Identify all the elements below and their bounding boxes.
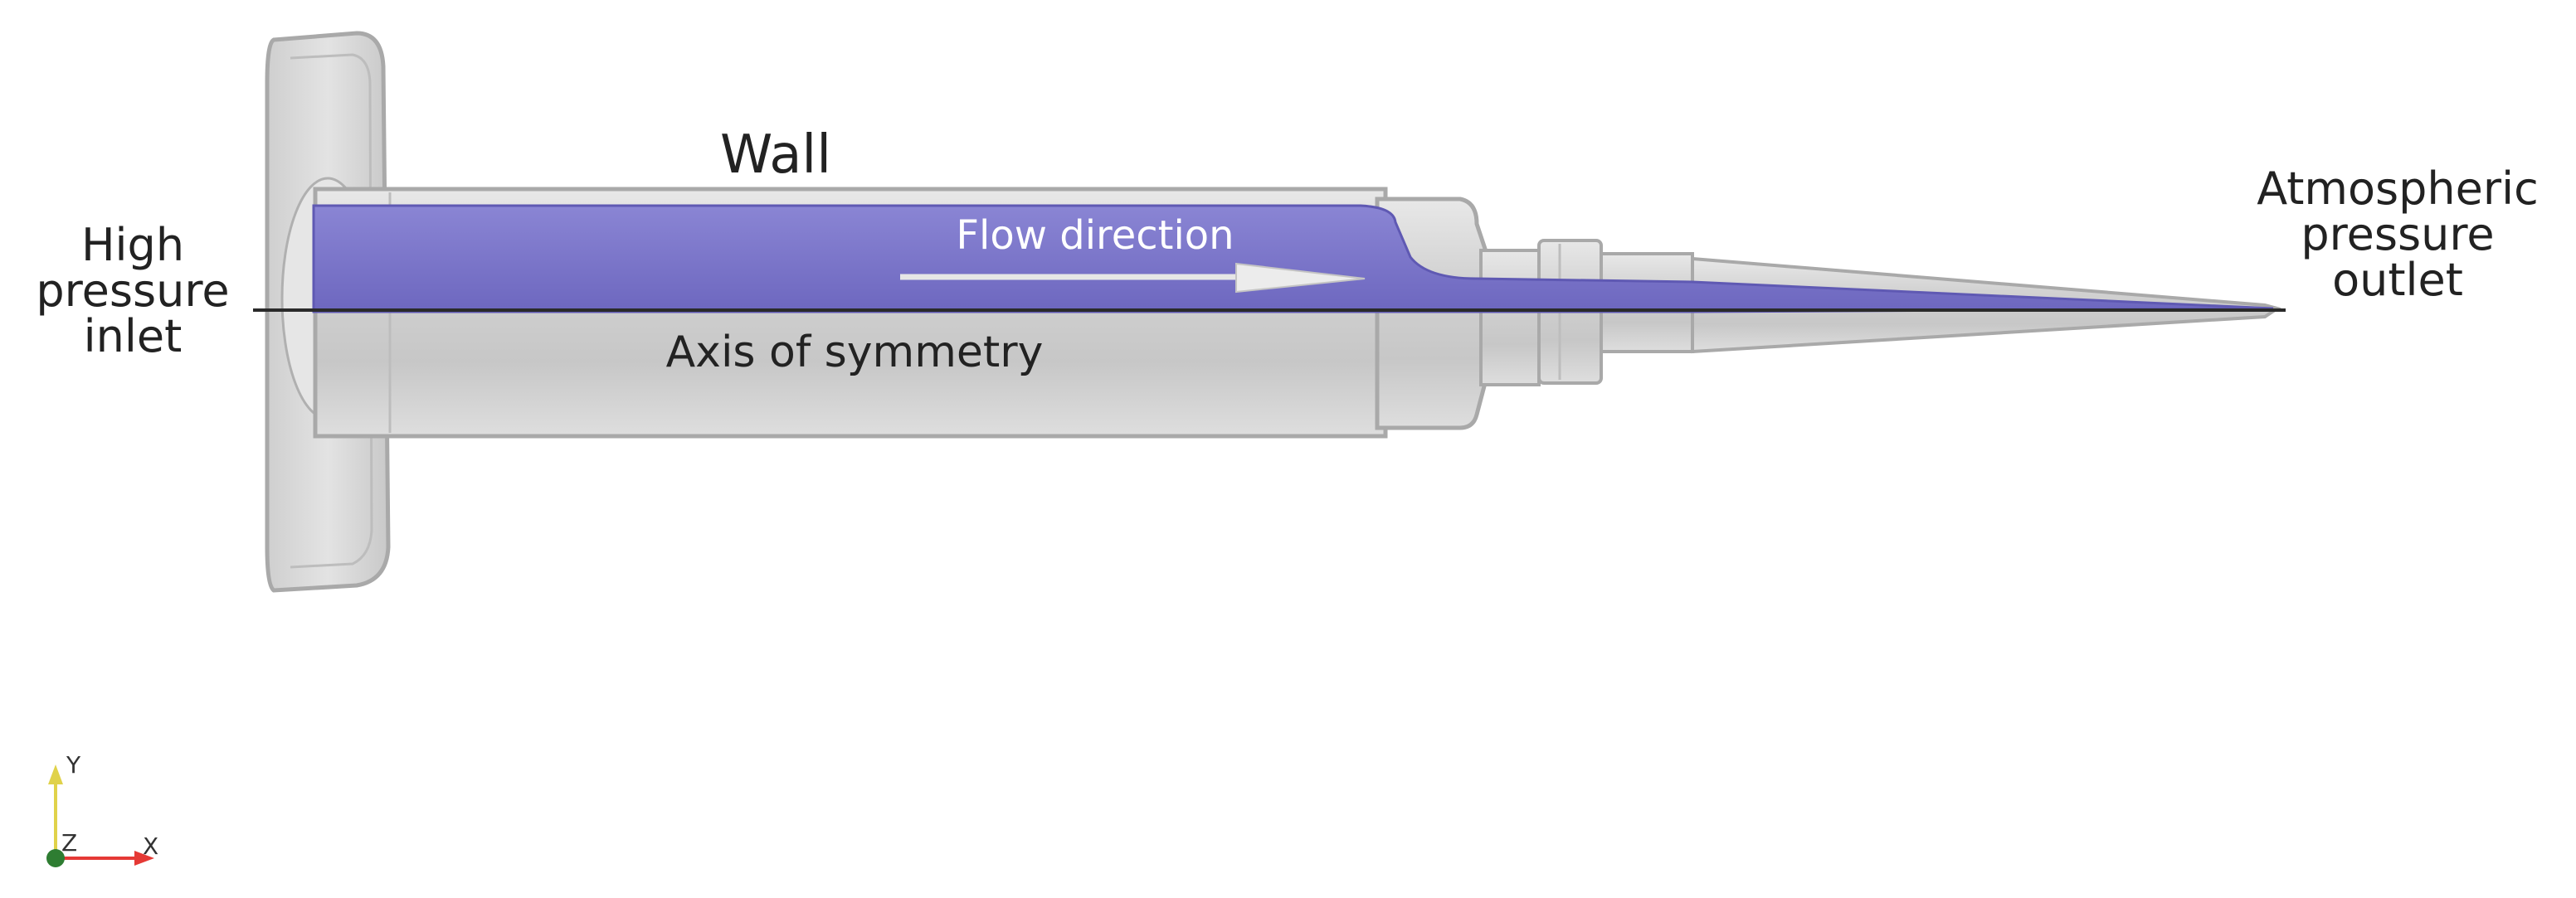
neck-section-wall <box>1479 249 1541 386</box>
outlet-label-line-1: Atmospheric <box>2257 163 2539 215</box>
wall-label: Wall <box>720 124 831 186</box>
y-axis-arrowhead-icon <box>48 765 63 784</box>
axis-of-symmetry-label: Axis of symmetry <box>666 328 1044 377</box>
outlet-label: Atmospheric pressure outlet <box>2232 166 2564 303</box>
x-axis-label: X <box>143 832 158 860</box>
z-axis-dot-icon <box>46 849 65 867</box>
outlet-label-line-3: outlet <box>2332 254 2463 307</box>
inlet-label: High pressure inlet <box>33 222 232 359</box>
inlet-label-line-1: High <box>80 219 185 271</box>
y-axis-label: Y <box>66 751 81 779</box>
z-axis-label: Z <box>61 829 77 857</box>
x-axis-arrowhead-icon <box>134 851 154 866</box>
fluid-domain <box>312 204 2274 313</box>
coordinate-triad: Y Z X <box>46 751 158 867</box>
flow-direction-arrow <box>900 262 1366 294</box>
flow-direction-label: Flow direction <box>956 212 1234 259</box>
outlet-label-line-2: pressure <box>2301 208 2495 261</box>
inlet-label-line-3: inlet <box>83 310 183 363</box>
inlet-label-line-2: pressure <box>36 265 230 318</box>
